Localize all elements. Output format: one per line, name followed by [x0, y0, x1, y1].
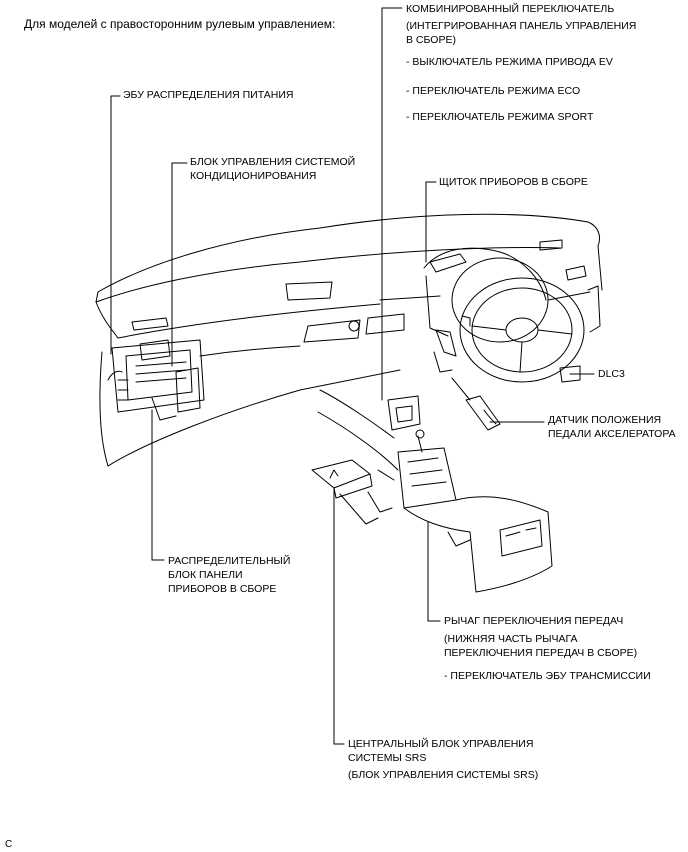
- accelerator-sensor-label-line2: ПЕДАЛИ АКСЕЛЕРАТОРА: [548, 428, 676, 440]
- ac-control-unit-label-line1: БЛОК УПРАВЛЕНИЯ СИСТЕМОЙ: [190, 156, 356, 168]
- dlc3-label: DLC3: [598, 368, 625, 380]
- shift-lever-title: РЫЧАГ ПЕРЕКЛЮЧЕНИЯ ПЕРЕДАЧ: [444, 615, 624, 627]
- figure-code: C: [5, 839, 13, 850]
- eco-mode-switch-label: - ПЕРЕКЛЮЧАТЕЛЬ РЕЖИМА ECO: [406, 85, 581, 97]
- left-modules: [107, 339, 301, 421]
- center-console: [317, 389, 553, 593]
- srs-center-unit-label-line1: ЦЕНТРАЛЬНЫЙ БЛОК УПРАВЛЕНИЯ: [348, 738, 534, 750]
- power-distribution-ecu-label: ЭБУ РАСПРЕДЕЛЕНИЯ ПИТАНИЯ: [123, 89, 294, 101]
- accelerator-pedal: [451, 377, 501, 431]
- transmission-ecu-switch-label: - ПЕРЕКЛЮЧАТЕЛЬ ЭБУ ТРАНСМИССИИ: [444, 670, 651, 682]
- accelerator-sensor-label-line1: ДАТЧИК ПОЛОЖЕНИЯ: [548, 414, 662, 426]
- srs-unit: [311, 459, 395, 525]
- sport-mode-switch-label: - ПЕРЕКЛЮЧАТЕЛЬ РЕЖИМА SPORT: [406, 111, 594, 123]
- steering-area: [423, 247, 591, 383]
- meter-assembly-label: ЩИТОК ПРИБОРОВ В СБОРЕ: [439, 176, 588, 188]
- combo-switch-subtitle-line1: (ИНТЕГРИРОВАННАЯ ПАНЕЛЬ УПРАВЛЕНИЯ: [406, 20, 637, 32]
- junction-block-label-line3: ПРИБОРОВ В СБОРЕ: [168, 583, 277, 595]
- ev-drive-mode-switch-label: - ВЫКЛЮЧАТЕЛЬ РЕЖИМА ПРИВОДА EV: [406, 56, 613, 68]
- junction-block-label-line1: РАСПРЕДЕЛИТЕЛЬНЫЙ: [168, 555, 291, 567]
- ac-control-unit-label-line2: КОНДИЦИОНИРОВАНИЯ: [190, 170, 317, 182]
- combo-switch-subtitle-line2: В СБОРЕ): [406, 34, 456, 46]
- srs-center-unit-label-line2: СИСТЕМЫ SRS: [348, 752, 427, 764]
- combo-switch-title: КОМБИНИРОВАННЫЙ ПЕРЕКЛЮЧАТЕЛЬ: [406, 3, 615, 15]
- leader-lines: [110, 7, 595, 745]
- shift-lever-subtitle-line2: ПЕРЕКЛЮЧЕНИЯ ПЕРЕДАЧ В СБОРЕ): [444, 647, 638, 659]
- page-header: Для моделей с правосторонним рулевым упр…: [24, 17, 336, 31]
- junction-block-label-line2: БЛОК ПАНЕЛИ: [168, 569, 243, 581]
- shift-lever-subtitle-line1: (НИЖНЯЯ ЧАСТЬ РЫЧАГА: [444, 633, 578, 645]
- dashboard-outline: [95, 213, 603, 467]
- srs-center-unit-subtitle: (БЛОК УПРАВЛЕНИЯ СИСТЕМЫ SRS): [348, 769, 539, 781]
